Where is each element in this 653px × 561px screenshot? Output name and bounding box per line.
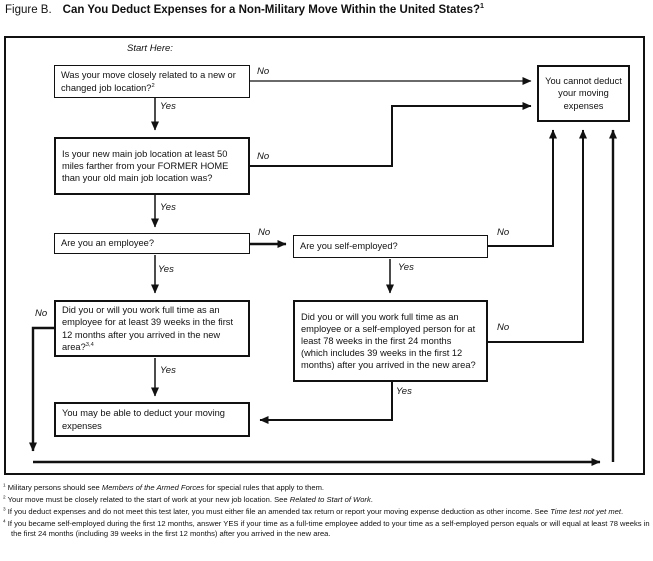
footnote-2: 2 Your move must be closely related to t… <box>3 495 651 505</box>
branch-label-yes-q1: Yes <box>160 101 176 112</box>
question-text: Did you or will you work full time as an… <box>301 311 476 371</box>
footnote-marker: 4 <box>3 518 6 524</box>
branch-label-yes-q3: Yes <box>158 264 174 275</box>
question-box-self-employed: Are you self-employed? <box>293 235 488 258</box>
branch-label-no-q5: No <box>35 308 48 319</box>
question-box-move-related: Was your move closely related to a new o… <box>54 65 250 98</box>
start-here-label: Start Here: <box>127 43 173 54</box>
question-text: Are you an employee? <box>61 238 155 249</box>
result-text: You may be able to deduct your moving ex… <box>62 408 225 431</box>
branch-label-yes-q5: Yes <box>160 365 176 376</box>
footnote-marker: 1 <box>3 482 6 488</box>
footnote-text: If you became self-employed during the f… <box>7 518 650 539</box>
question-text: Is your new main job location at least 5… <box>62 148 229 184</box>
branch-label-yes-q4: Yes <box>398 262 414 273</box>
flowchart-frame <box>4 36 645 475</box>
figure-label: Figure B. <box>5 4 52 16</box>
footnote-text: If you deduct expenses and do not meet t… <box>7 506 624 516</box>
footnote-text: Military persons should see Members of t… <box>7 483 325 492</box>
question-box-employee: Are you an employee? <box>54 233 250 254</box>
footnote-4: 4 If you became self-employed during the… <box>3 519 651 540</box>
footnote-marker: 3 <box>3 506 6 512</box>
figure-title-text: Can You Deduct Expenses for a Non-Milita… <box>62 2 484 16</box>
footnote-text: Your move must be closely related to the… <box>7 494 373 504</box>
branch-label-no-q3: No <box>258 227 271 238</box>
footnotes: 1 Military persons should see Members of… <box>3 483 651 541</box>
branch-label-yes-q6: Yes <box>396 386 412 397</box>
branch-label-no-q1: No <box>257 66 270 77</box>
question-box-fifty-miles: Is your new main job location at least 5… <box>54 137 250 195</box>
footnote-3: 3 If you deduct expenses and do not meet… <box>3 507 651 517</box>
branch-label-no-q4: No <box>497 227 510 238</box>
result-text: You cannot deduct your moving expenses <box>545 76 622 111</box>
question-text: Was your move closely related to a new o… <box>61 70 236 93</box>
result-box-cannot-deduct: You cannot deduct your moving expenses <box>537 65 630 122</box>
branch-label-yes-q2: Yes <box>160 202 176 213</box>
footnote-1: 1 Military persons should see Members of… <box>3 483 651 493</box>
result-box-may-deduct: You may be able to deduct your moving ex… <box>54 402 250 437</box>
question-box-78-weeks: Did you or will you work full time as an… <box>293 300 488 382</box>
figure-title: Figure B. Can You Deduct Expenses for a N… <box>5 2 484 16</box>
branch-label-no-q6: No <box>497 322 510 333</box>
question-text: Did you or will you work full time as an… <box>62 305 234 352</box>
footnote-marker: 2 <box>3 494 6 500</box>
question-box-39-weeks: Did you or will you work full time as an… <box>54 300 250 357</box>
branch-label-no-q2: No <box>257 151 270 162</box>
question-text: Are you self-employed? <box>300 241 398 252</box>
